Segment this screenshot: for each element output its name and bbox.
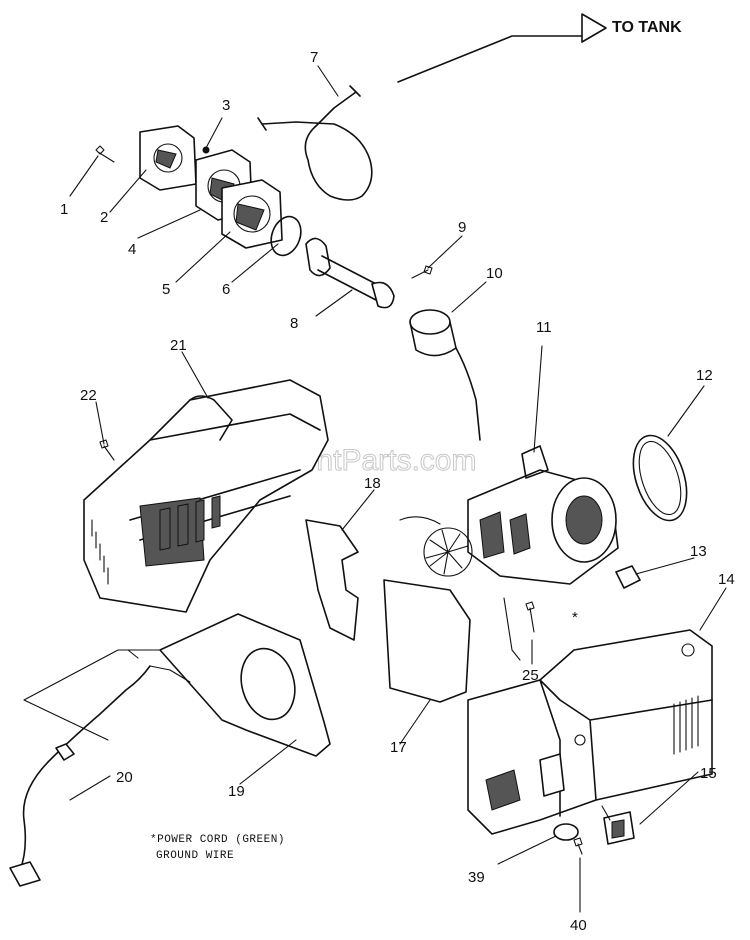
- part-1-screw: [95, 145, 115, 163]
- part-22-screw: [99, 439, 115, 461]
- part-18-bracket: [305, 519, 359, 641]
- callout-19: 19: [228, 783, 245, 800]
- callout-9: 9: [458, 219, 466, 236]
- callout-8: 8: [290, 315, 298, 332]
- callout-20: 20: [116, 769, 133, 786]
- fan-blades: [423, 527, 473, 577]
- to-tank-label: TO TANK: [612, 19, 682, 36]
- part-5-head-plate: [221, 179, 283, 249]
- leader-lines: [69, 65, 727, 913]
- callout-2: 2: [100, 209, 108, 226]
- part-13-pad: [615, 565, 641, 589]
- part-6-o-ring: [270, 215, 302, 257]
- part-2-valve-plate: [139, 125, 197, 191]
- callout-14: 14: [718, 571, 735, 588]
- callout-15: 15: [700, 765, 717, 782]
- callout-11: 11: [536, 319, 552, 336]
- callout-7: 7: [310, 49, 318, 66]
- callout-39: 39: [468, 869, 485, 886]
- part-11-motor: [399, 445, 619, 661]
- callout-star: *: [572, 609, 578, 626]
- callout-13: 13: [690, 543, 707, 560]
- part-12-belt: [632, 434, 688, 522]
- callout-25: 25: [522, 667, 539, 684]
- callout-3: 3: [222, 97, 230, 114]
- part-7-tube: [257, 85, 373, 201]
- note-line-1: *POWER CORD (GREEN): [150, 834, 285, 846]
- callout-18: 18: [364, 475, 381, 492]
- part-40-screw: [573, 837, 583, 855]
- callout-5: 5: [162, 281, 170, 298]
- part-19-baffle: [23, 613, 331, 757]
- part-8-connecting-rod: [305, 237, 395, 309]
- callout-17: 17: [390, 739, 407, 756]
- part-17-plate: [383, 579, 471, 703]
- callout-12: 12: [696, 367, 713, 384]
- part-39-knob: [553, 823, 579, 841]
- part-14-housing: [467, 629, 713, 835]
- part-25-screw: [525, 601, 535, 633]
- callout-1: 1: [60, 201, 68, 218]
- part-9-screw: [411, 265, 433, 279]
- note-line-2: GROUND WIRE: [156, 850, 234, 862]
- part-21-housing: [83, 379, 329, 613]
- callout-21: 21: [170, 337, 187, 354]
- callout-4: 4: [128, 241, 136, 258]
- part-20-power-cord: [9, 649, 191, 887]
- part-10-sleeve: [409, 309, 481, 441]
- callout-22: 22: [80, 387, 97, 404]
- callout-6: 6: [222, 281, 230, 298]
- part-15-switch: [603, 811, 635, 845]
- callout-40: 40: [570, 917, 587, 934]
- to-tank-arrow: [397, 13, 607, 83]
- callout-10: 10: [486, 265, 503, 282]
